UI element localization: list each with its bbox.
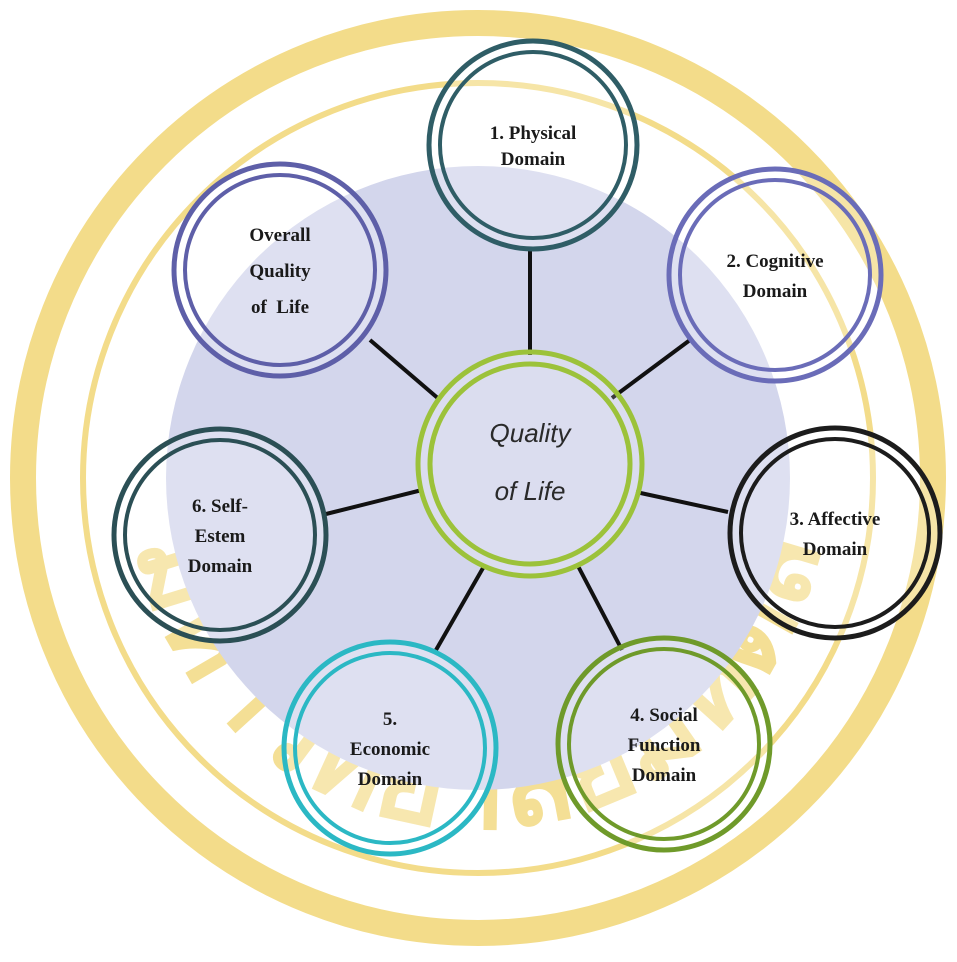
- node-ring-outer: [666, 166, 884, 384]
- connector-self-esteem: [325, 488, 423, 516]
- center-label-line-1: Quality: [490, 418, 573, 448]
- node-ring-inner: [567, 647, 761, 841]
- node-label-overall-line-3: of Life: [251, 297, 309, 318]
- node-label-economic-line-3: Domain: [358, 769, 423, 790]
- node-ring-outer: [111, 426, 329, 644]
- center-node-quality-of-life: Quality of Life: [415, 349, 645, 579]
- node-label-cognitive-line-1: 2. Cognitive: [726, 251, 823, 272]
- node-ring-outer: [555, 635, 773, 853]
- background-disc: [166, 166, 790, 790]
- node-ring-outer: [426, 38, 640, 252]
- node-label-economic-line-2: Economic: [350, 739, 430, 760]
- node-ring-inner: [438, 50, 628, 240]
- node-label-overall-line-1: Overall: [249, 225, 310, 246]
- node-label-self-esteem-line-3: Domain: [188, 556, 253, 577]
- node-ring-outer: [727, 425, 943, 641]
- node-ring-inner: [739, 437, 931, 629]
- node-ring-inner: [123, 438, 317, 632]
- node-label-social-function-line-3: Domain: [632, 765, 697, 786]
- node-label-physical-line-1: 1. Physical: [490, 123, 577, 144]
- node-label-affective-line-1: 3. Affective: [790, 509, 881, 530]
- node-ring-outer: [171, 161, 389, 379]
- node-label-social-function-line-1: 4. Social: [630, 705, 698, 726]
- node-label-self-esteem-line-2: Estem: [195, 526, 246, 547]
- node-label-affective-line-2: Domain: [803, 539, 868, 560]
- connector-lines: [325, 250, 729, 651]
- connector-economic: [434, 567, 485, 651]
- node-ring-outer: [281, 639, 499, 857]
- node-label-physical-line-2: Domain: [501, 149, 566, 170]
- node-label-self-esteem-line-1: 6. Self-: [192, 496, 248, 517]
- node-label-economic-line-1: 5.: [383, 709, 397, 730]
- node-ring-inner: [183, 173, 377, 367]
- connector-affective: [635, 490, 729, 514]
- node-ring-inner: [678, 178, 872, 372]
- node-label-overall-line-2: Quality: [249, 261, 311, 282]
- connector-overall: [368, 338, 442, 402]
- node-ring-inner: [293, 651, 487, 845]
- node-label-social-function-line-2: Function: [628, 735, 701, 756]
- center-label-line-2: of Life: [495, 476, 566, 506]
- node-label-cognitive-line-2: Domain: [743, 281, 808, 302]
- connector-social-function: [576, 565, 624, 651]
- connector-cognitive: [610, 338, 692, 400]
